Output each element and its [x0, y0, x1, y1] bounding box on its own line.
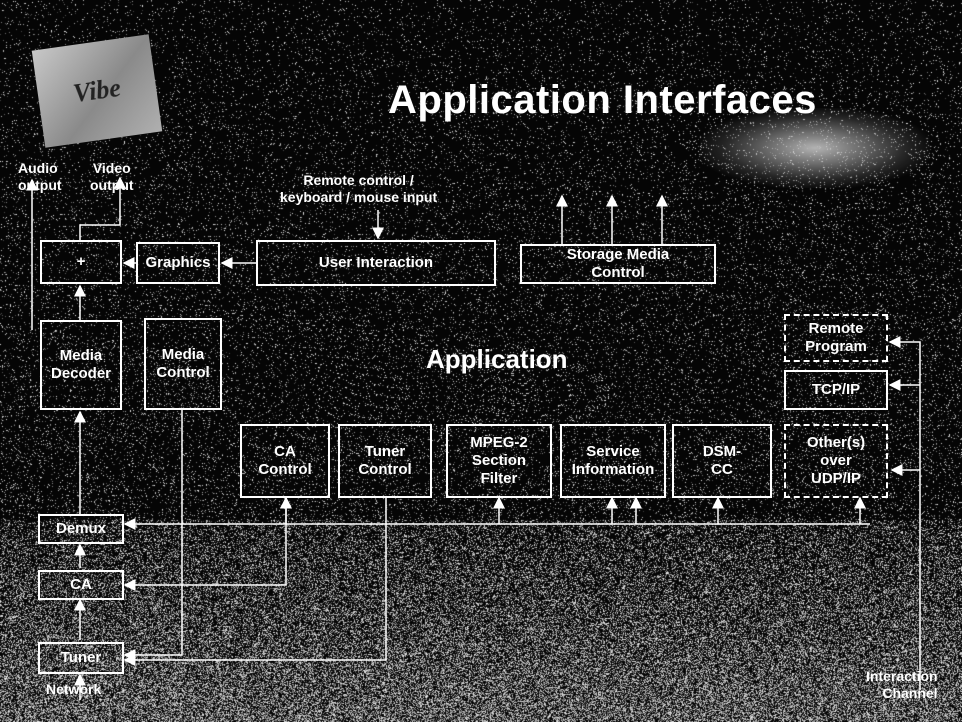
demux-box: Demux	[38, 514, 124, 544]
vibe-logo-mark: Vibe	[71, 73, 122, 108]
tuner-control-to-tuner	[123, 498, 387, 666]
mixer-box: +	[40, 240, 122, 284]
video-output-line	[79, 176, 126, 240]
audio-output-label: Audio output	[18, 160, 62, 193]
ca-box: CA	[38, 570, 124, 600]
remote-input-label: Remote control / keyboard / mouse input	[280, 172, 438, 205]
remote-program-box: Remote Program	[784, 314, 888, 362]
mpeg2-section-filter-box: MPEG-2 Section Filter	[446, 424, 552, 498]
tcp-ip-box: TCP/IP	[784, 370, 888, 410]
interaction-channel-label: Interaction Channel	[866, 668, 938, 701]
vibe-logo: Vibe	[31, 34, 163, 148]
dsm-cc-box: DSM- CC	[672, 424, 772, 498]
interaction-to-remote-program	[888, 336, 921, 690]
storage-media-control-box: Storage Media Control	[520, 244, 716, 284]
video-output-label: Video output	[90, 160, 134, 193]
network-label: Network	[46, 681, 102, 697]
service-information-box: Service Information	[560, 424, 666, 498]
media-control-to-tuner	[123, 410, 183, 661]
page-title: Application Interfaces	[388, 78, 817, 122]
tuner-box: Tuner	[38, 642, 124, 674]
media-control-box: Media Control	[144, 318, 222, 410]
graphics-box: Graphics	[136, 242, 220, 284]
others-udp-ip-box: Other(s) over UDP/IP	[784, 424, 888, 498]
ca-control-to-ca	[123, 498, 287, 591]
media-decoder-box: Media Decoder	[40, 320, 122, 410]
application-label: Application	[426, 344, 568, 374]
ca-control-box: CA Control	[240, 424, 330, 498]
cloud-graphic	[700, 108, 930, 188]
svg-text:Vibe: Vibe	[71, 73, 122, 108]
user-interaction-box: User Interaction	[256, 240, 496, 286]
tuner-control-box: Tuner Control	[338, 424, 432, 498]
